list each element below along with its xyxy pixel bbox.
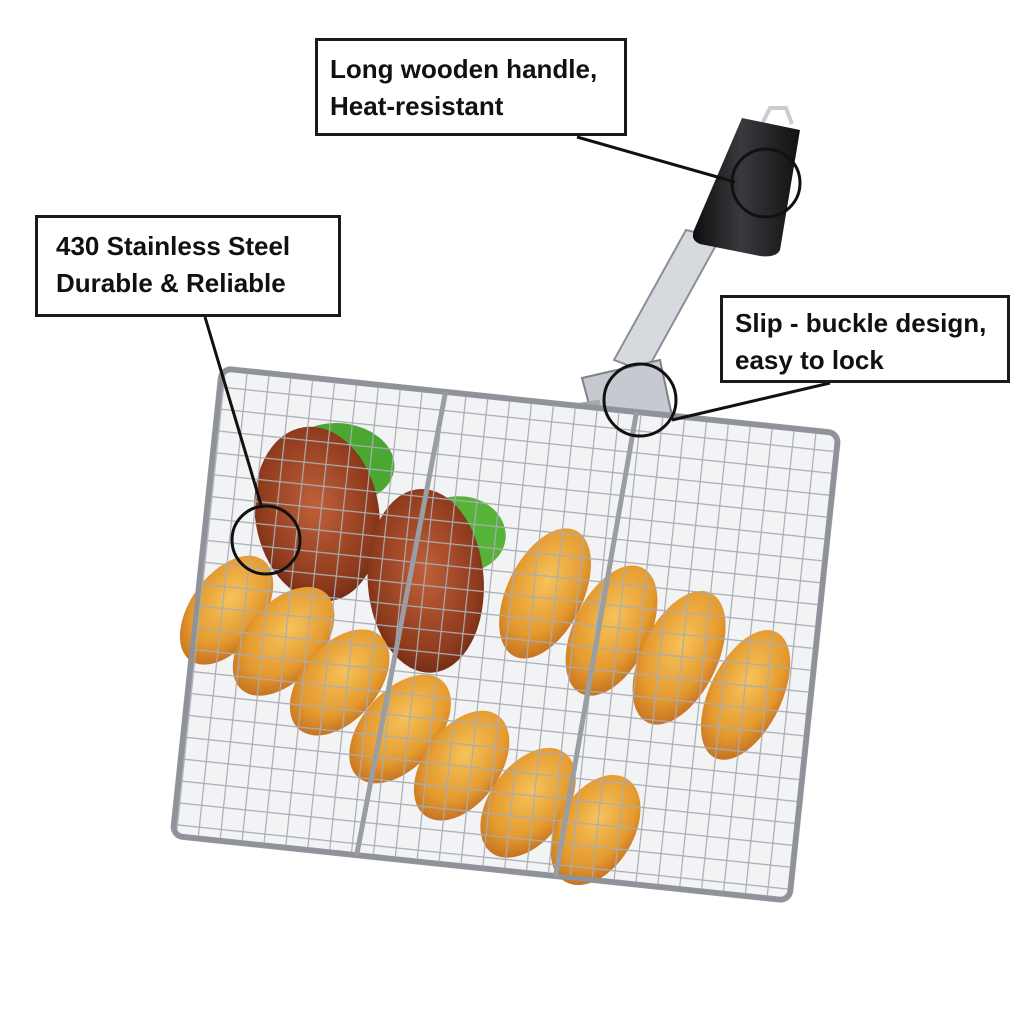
callout-steel: 430 Stainless Steel Durable & Reliable (35, 215, 341, 317)
callout-handle-line2: Heat-resistant (330, 91, 504, 121)
marker-circle-steel (230, 504, 302, 576)
callout-buckle-line1: Slip - buckle design, (735, 308, 987, 338)
leader-line-handle (576, 135, 736, 184)
leader-line-steel (203, 316, 264, 509)
callout-markers (203, 135, 831, 576)
callout-buckle-line2: easy to lock (735, 345, 884, 375)
callout-steel-line2: Durable & Reliable (56, 268, 286, 298)
callout-handle: Long wooden handle, Heat-resistant (315, 38, 627, 136)
marker-circle-buckle (602, 362, 678, 438)
leader-line-buckle (671, 381, 831, 422)
basket-divider (354, 391, 639, 877)
grill-basket (170, 366, 841, 903)
marker-circle-handle (730, 147, 802, 219)
callout-steel-line1: 430 Stainless Steel (56, 231, 291, 261)
callout-buckle: Slip - buckle design, easy to lock (720, 295, 1010, 383)
handle-shaft (612, 228, 722, 374)
wire-mesh (171, 366, 840, 903)
wooden-handle (692, 118, 800, 257)
handle-ring (760, 106, 794, 125)
callout-handle-line1: Long wooden handle, (330, 54, 598, 84)
